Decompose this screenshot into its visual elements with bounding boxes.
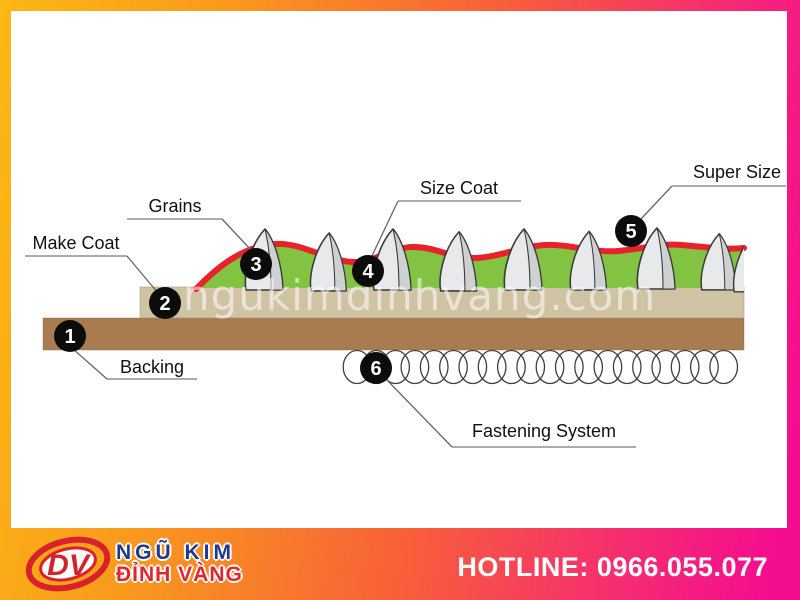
label-super-size: Super Size (693, 162, 781, 182)
svg-text:3: 3 (250, 254, 261, 276)
hotline-text: HOTLINE: 0966.055.077 (457, 552, 768, 582)
label-grains: Grains (148, 196, 201, 216)
make-coat-layer (139, 286, 745, 319)
marker-backing: 1 (54, 320, 86, 352)
leader-lines (25, 185, 786, 448)
logo-company-name-top: NGŨ KIM (116, 540, 235, 564)
svg-text:5: 5 (625, 221, 636, 243)
svg-text:4: 4 (362, 261, 374, 283)
marker-make-coat: 2 (149, 287, 181, 319)
svg-text:6: 6 (370, 358, 381, 380)
watermark-text: ngukimdinhvang.com (183, 271, 656, 320)
marker-size-coat: 4 (352, 255, 384, 287)
marker-grains: 3 (240, 248, 272, 280)
svg-text:2: 2 (159, 293, 170, 315)
backing-layer (42, 317, 745, 351)
marker-fastening: 6 (360, 352, 392, 384)
fastening-loops (342, 349, 739, 385)
label-fastening-system: Fastening System (472, 421, 616, 441)
svg-text:1: 1 (64, 326, 75, 348)
logo-text: NGŨ KIM ĐỈNH VÀNG (116, 540, 243, 586)
marker-super-size: 5 (615, 215, 647, 247)
label-make-coat: Make Coat (32, 233, 119, 253)
logo-monogram: DV (47, 549, 92, 582)
logo-company-name-bottom: ĐỈNH VÀNG (116, 563, 243, 586)
company-logo: DV NGŨ KIM ĐỈNH VÀNG (24, 534, 243, 594)
dv-logo-icon: DV (25, 536, 111, 592)
label-size-coat: Size Coat (420, 178, 498, 198)
label-backing: Backing (120, 357, 184, 377)
